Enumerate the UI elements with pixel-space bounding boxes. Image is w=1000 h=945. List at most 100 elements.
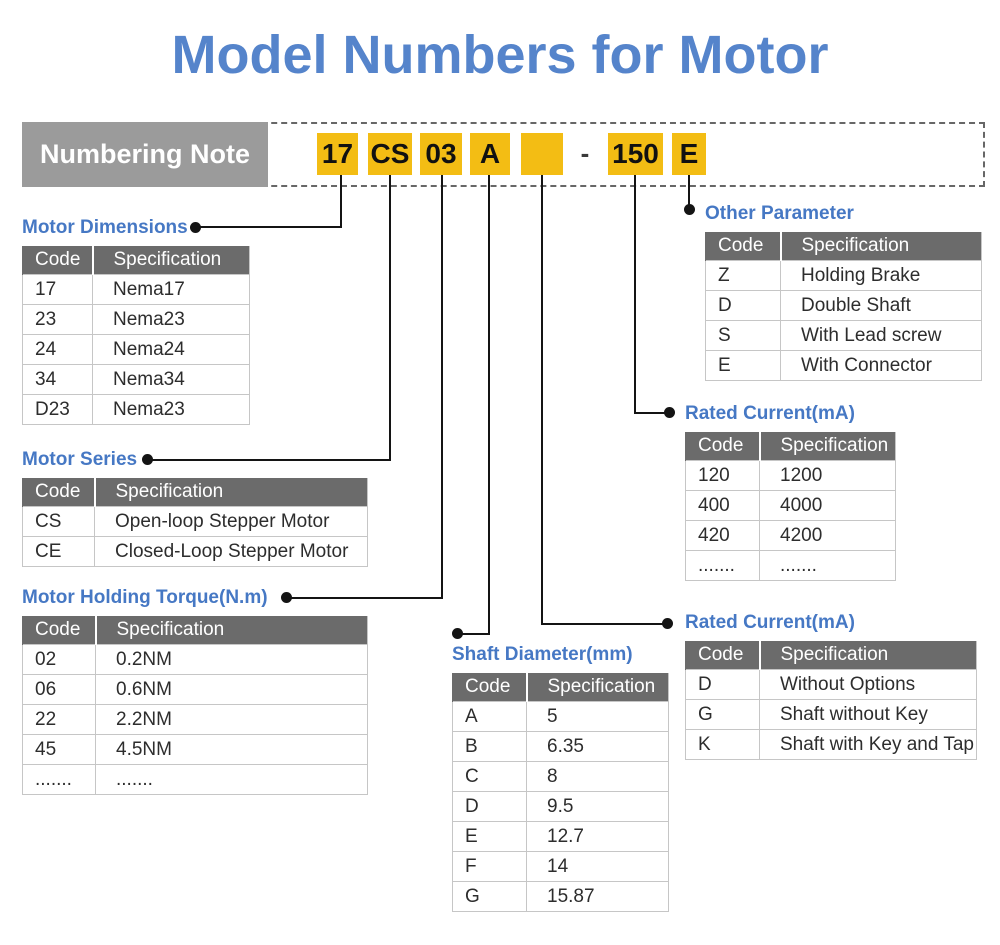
column-header: Code bbox=[685, 432, 761, 461]
connector-line bbox=[148, 459, 391, 461]
section-title: Rated Current(mA) bbox=[685, 403, 855, 424]
code-cell: Z bbox=[705, 260, 781, 291]
column-header: Code bbox=[22, 616, 97, 645]
table-row: .............. bbox=[22, 764, 368, 795]
section-title: Motor Holding Torque(N.m) bbox=[22, 587, 268, 608]
code-cell: ....... bbox=[22, 764, 96, 795]
code-box-rated-current: 150 bbox=[608, 133, 663, 175]
section-title: Shaft Diameter(mm) bbox=[452, 644, 633, 665]
section-title: Rated Current(mA) bbox=[685, 612, 855, 633]
connector-line bbox=[389, 175, 391, 461]
code-cell: CS bbox=[22, 506, 95, 537]
specification-cell: 14 bbox=[526, 851, 669, 882]
connector-line bbox=[458, 633, 490, 635]
specification-cell: 12.7 bbox=[526, 821, 669, 852]
code-cell: 34 bbox=[22, 364, 93, 395]
code-separator-dash: - bbox=[580, 138, 590, 168]
code-box-options bbox=[521, 133, 563, 175]
column-header: Specification bbox=[780, 232, 982, 261]
section-title: Other Parameter bbox=[705, 203, 854, 224]
specification-cell: Nema34 bbox=[92, 364, 250, 395]
column-header: Specification bbox=[94, 478, 368, 507]
specification-cell: Double Shaft bbox=[780, 290, 982, 321]
code-cell: CE bbox=[22, 536, 95, 567]
code-cell: 02 bbox=[22, 644, 96, 675]
column-header: Code bbox=[452, 673, 528, 702]
specification-cell: Nema17 bbox=[92, 274, 250, 305]
numbering-note-label: Numbering Note bbox=[22, 122, 268, 187]
code-cell: ....... bbox=[685, 550, 760, 581]
specification-cell: ....... bbox=[759, 550, 896, 581]
specification-cell: Nema23 bbox=[92, 394, 250, 425]
specification-cell: 4.5NM bbox=[95, 734, 368, 765]
connector-dot bbox=[190, 222, 201, 233]
code-cell: 120 bbox=[685, 460, 760, 491]
specification-cell: Nema23 bbox=[92, 304, 250, 335]
code-cell: E bbox=[705, 350, 781, 381]
specification-cell: 6.35 bbox=[526, 731, 669, 762]
specification-cell: Without Options bbox=[759, 669, 977, 700]
code-cell: E bbox=[452, 821, 527, 852]
connector-line bbox=[634, 175, 636, 414]
specification-cell: Nema24 bbox=[92, 334, 250, 365]
code-cell: C bbox=[452, 761, 527, 792]
specification-cell: 5 bbox=[526, 701, 669, 732]
column-header: Specification bbox=[526, 673, 669, 702]
connector-dot bbox=[281, 592, 292, 603]
page-title: Model Numbers for Motor bbox=[171, 25, 829, 85]
column-header: Code bbox=[685, 641, 761, 670]
column-header: Specification bbox=[759, 641, 977, 670]
connector-line bbox=[488, 175, 490, 635]
code-box-motor-series: CS bbox=[368, 133, 412, 175]
specification-cell: 8 bbox=[526, 761, 669, 792]
code-cell: 400 bbox=[685, 490, 760, 521]
specification-cell: With Connector bbox=[780, 350, 982, 381]
code-box-shaft-diameter: A bbox=[470, 133, 510, 175]
column-header: Specification bbox=[92, 246, 250, 275]
connector-line bbox=[196, 226, 342, 228]
column-header: Code bbox=[705, 232, 782, 261]
connector-dot bbox=[452, 628, 463, 639]
code-cell: G bbox=[452, 881, 527, 912]
connector-dot bbox=[664, 407, 675, 418]
specification-cell: 0.6NM bbox=[95, 674, 368, 705]
code-box-holding-torque: 03 bbox=[420, 133, 462, 175]
connector-line bbox=[441, 175, 443, 599]
connector-line bbox=[287, 597, 443, 599]
column-header: Specification bbox=[95, 616, 368, 645]
code-cell: F bbox=[452, 851, 527, 882]
specification-cell: 1200 bbox=[759, 460, 896, 491]
specification-cell: 15.87 bbox=[526, 881, 669, 912]
